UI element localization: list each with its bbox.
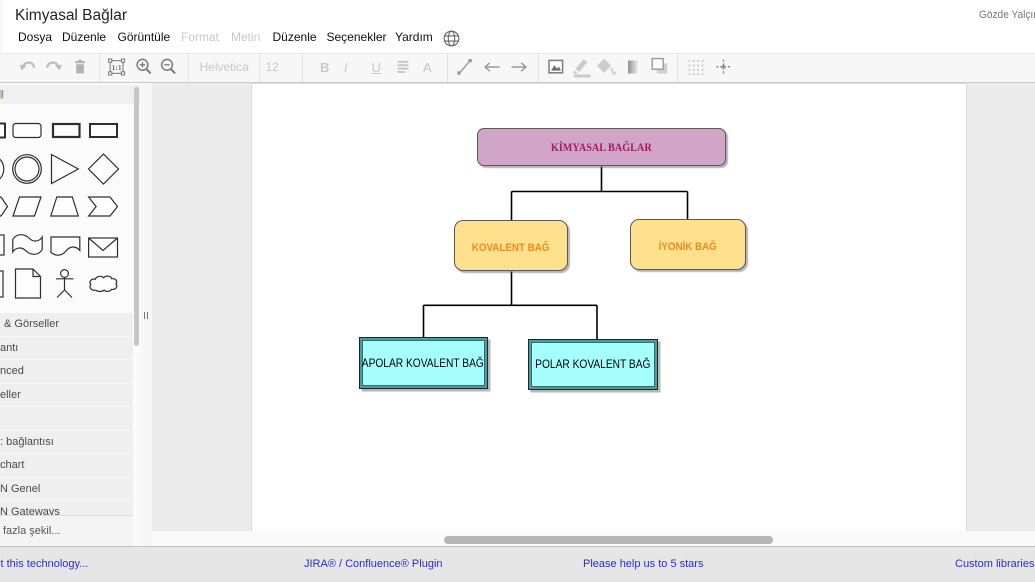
svg-text:1:1: 1:1 <box>112 63 122 72</box>
